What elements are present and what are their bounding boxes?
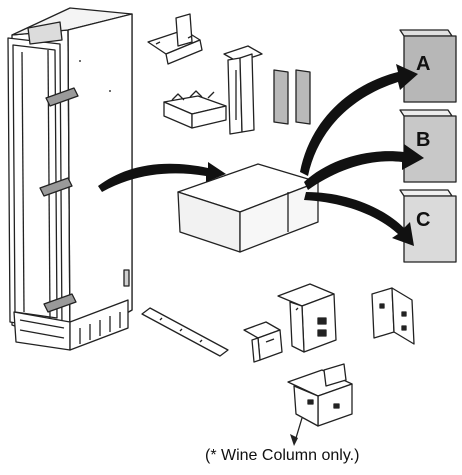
arrow-to-panel-c bbox=[304, 192, 414, 246]
wine-column-footnote: (* Wine Column only.) bbox=[205, 447, 455, 465]
long-strip bbox=[142, 308, 228, 356]
panel-b: B bbox=[400, 110, 456, 182]
parts-box bbox=[178, 164, 318, 252]
vertical-bracket bbox=[224, 46, 262, 134]
panel-c-letter: C bbox=[416, 209, 430, 231]
panel-a: A bbox=[400, 30, 456, 102]
mounting-bracket bbox=[278, 284, 336, 352]
side-bracket bbox=[372, 288, 414, 344]
small-bracket bbox=[244, 322, 282, 362]
corner-bracket bbox=[164, 91, 226, 128]
panel-a-letter: A bbox=[416, 53, 430, 75]
arrow-to-panel-b bbox=[304, 144, 424, 190]
top-l-bracket bbox=[148, 14, 202, 64]
spacer-strips bbox=[274, 70, 310, 124]
wine-column-bracket bbox=[288, 364, 352, 446]
panel-b-letter: B bbox=[416, 129, 430, 151]
